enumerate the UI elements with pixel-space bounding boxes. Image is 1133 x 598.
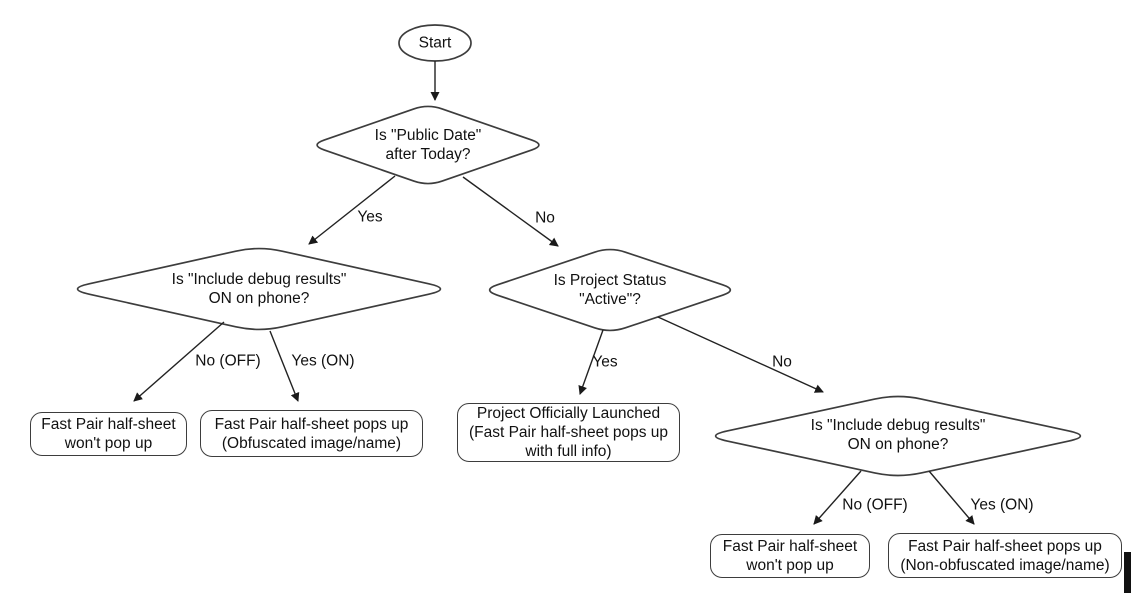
result-non-obfuscated-popup: Fast Pair half-sheet pops up (Non-obfusc… [888,533,1122,578]
decision-debug-phone-left-shape [76,247,442,331]
arrow-debug-left-yes-on [269,330,300,402]
arrow-debug-right-yes-on [928,470,975,525]
arrow-debug-left-no-off [133,321,225,402]
edge-label-debug-right-yes-on: Yes (ON) [970,496,1034,514]
decision-project-status-label: Is Project Status "Active"? [553,272,667,308]
arrow-project-status-no [657,316,824,393]
decision-debug-phone-right-shape [714,395,1082,477]
edge-label-public-date-no: No [535,209,555,227]
decision-public-date-shape [316,105,540,185]
edge-label-debug-left-no-off: No (OFF) [195,352,261,370]
arrow-public-date-yes [308,175,396,245]
arrow-project-status-yes [578,329,604,395]
decision-debug-phone-right-label: Is "Include debug results" ON on phone? [810,417,986,453]
start-node-label: Start [418,34,452,52]
edge-label-public-date-yes: Yes [357,208,383,226]
edge-label-debug-right-no-off: No (OFF) [842,496,908,514]
decision-public-date-label: Is "Public Date" after Today? [374,127,482,163]
result-obfuscated-popup: Fast Pair half-sheet pops up (Obfuscated… [200,410,423,457]
arrow-public-date-no [462,176,559,247]
text-cursor-artifact [1124,552,1131,593]
decision-project-status-shape [488,248,732,332]
result-no-popup-right: Fast Pair half-sheet won't pop up [710,534,870,578]
edge-label-debug-left-yes-on: Yes (ON) [291,352,355,370]
result-no-popup-left: Fast Pair half-sheet won't pop up [30,412,187,456]
arrow-debug-right-no-off [813,470,862,525]
decision-debug-phone-left-label: Is "Include debug results" ON on phone? [171,271,347,307]
edge-label-project-status-no: No [772,353,792,371]
edge-label-project-status-yes: Yes [592,353,618,371]
result-project-launched: Project Officially Launched (Fast Pair h… [457,403,680,462]
